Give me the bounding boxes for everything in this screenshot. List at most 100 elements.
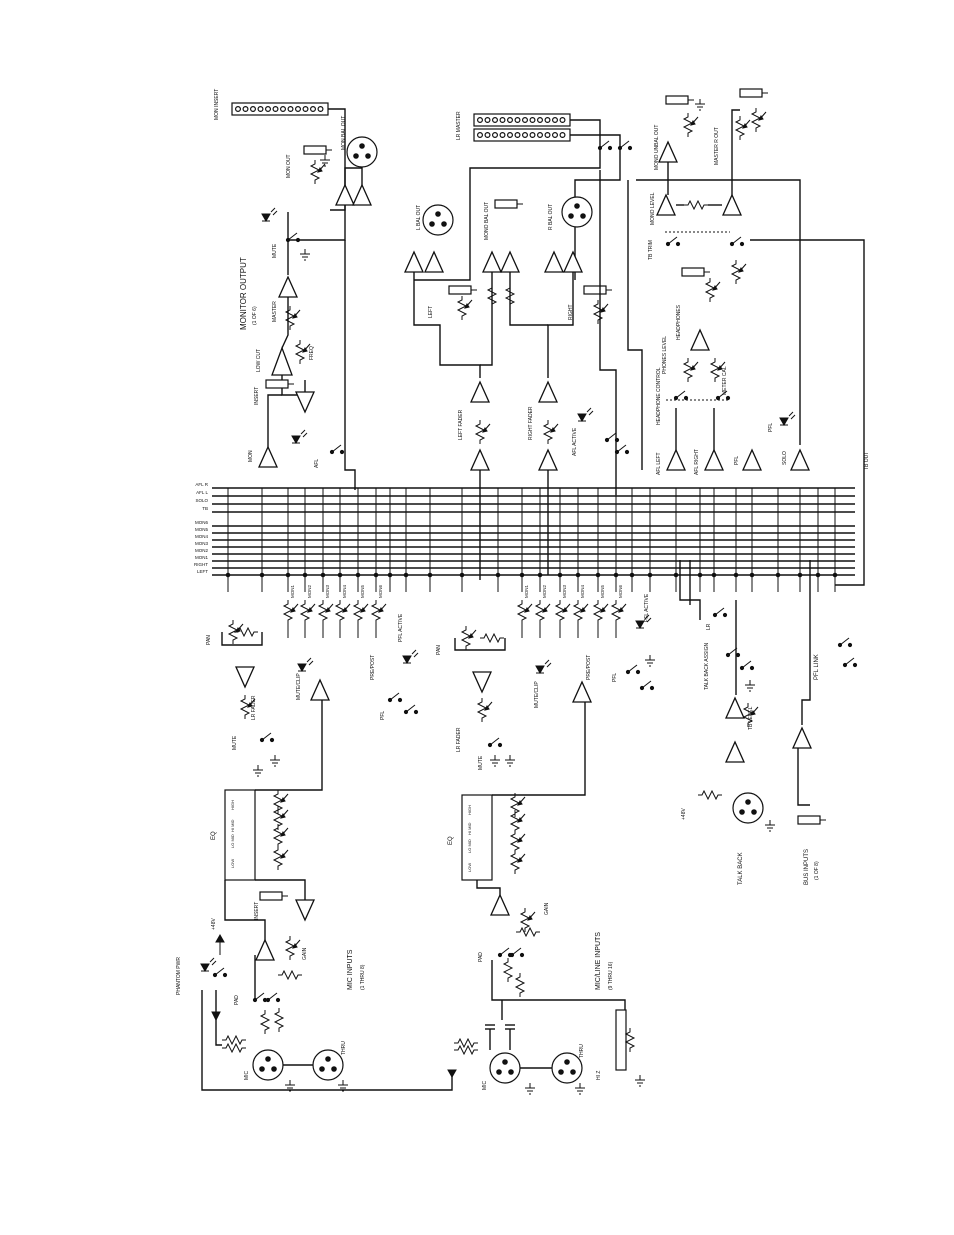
pre-post-amp-ch9 xyxy=(572,681,592,703)
bus-node xyxy=(459,572,465,578)
jack-pin xyxy=(559,132,566,139)
mon-send-pot xyxy=(283,599,299,625)
solo-amp-label: SOLO xyxy=(782,451,788,465)
tb-out-label: TB OUT xyxy=(864,452,870,470)
jack-pin xyxy=(257,105,264,112)
eq-band-label: LOW xyxy=(230,859,235,868)
mon-send-label: MON5 xyxy=(600,585,605,598)
headphones-meter-section: MONO UNBAL OUT MASTER R OUT MONO LEVEL T… xyxy=(599,88,870,586)
bus-label: AFL L xyxy=(196,490,208,495)
monitor-output-section: MON INSERT MON BAL OUT MON OUT MUTE MAST… xyxy=(214,89,378,490)
mic-inputs-range: (1 THRU 8) xyxy=(360,964,366,990)
monitor-output-range: (1 OF 6) xyxy=(252,306,258,325)
hi-z-label: HI Z xyxy=(596,1071,602,1080)
jack-pin xyxy=(559,116,566,123)
right-fader xyxy=(543,419,559,445)
bus-node xyxy=(537,572,543,578)
bus-label: MON4 xyxy=(195,534,208,539)
l-bal-out-label: L BAL OUT xyxy=(416,205,422,230)
bus-label: AFL R xyxy=(195,482,208,487)
bus-inputs-title: BUS INPUTS xyxy=(804,849,810,885)
bus-node xyxy=(629,572,635,578)
lr-fader-amp-ch9 xyxy=(472,671,492,693)
mon-send-pot xyxy=(371,599,387,625)
jack-pin xyxy=(250,105,257,112)
phones-level-label: PHONES LEVEL xyxy=(662,336,668,374)
jack-pin xyxy=(242,105,249,112)
mon-send-label: MON3 xyxy=(562,585,567,598)
mono-bal-out-jack xyxy=(494,199,524,209)
mon-out-label: MON OUT xyxy=(286,154,292,178)
jack-pin xyxy=(272,105,279,112)
mono-unbal-amp xyxy=(658,141,678,163)
eq-band-label: LO MID xyxy=(467,839,472,853)
mon-send-pot xyxy=(555,599,571,625)
mon-afl-label: AFL xyxy=(314,459,320,468)
jack-pin xyxy=(317,105,324,112)
jack-pin xyxy=(536,132,543,139)
mon-send-label: MON4 xyxy=(342,585,347,598)
pre-post-amp-ch1 xyxy=(310,679,330,701)
bus-node xyxy=(285,572,291,578)
jack-pin xyxy=(484,116,491,123)
mon-master-label: MASTER xyxy=(272,301,278,322)
right-master-amp xyxy=(538,381,558,403)
l-bal-driver-a xyxy=(404,251,424,273)
mon-send-pot xyxy=(517,599,533,625)
lr-fader-ch9 xyxy=(477,697,493,723)
low-cut-freq-pot xyxy=(295,339,311,365)
pan-label-ch9: PAN xyxy=(436,645,442,655)
insert-send-amp-ch1 xyxy=(295,899,315,921)
bus-node xyxy=(673,572,679,578)
mon-send-pot xyxy=(573,599,589,625)
bus-node xyxy=(495,572,501,578)
jack-pin xyxy=(551,132,558,139)
jack-pin xyxy=(507,116,514,123)
mon-channel-insert-jack xyxy=(265,379,295,389)
afl-left-amp xyxy=(666,449,686,471)
pfl-amp-label: PFL xyxy=(734,456,740,465)
r-bal-driver-a xyxy=(544,251,564,273)
mono-level-amp xyxy=(656,194,676,216)
pad-label-ch9: PAD xyxy=(478,952,484,962)
gain-label-ch9: GAIN xyxy=(544,902,550,915)
left-fader xyxy=(475,419,491,445)
jack-pin xyxy=(499,116,506,123)
lr-assign-label: LR xyxy=(706,623,712,630)
pan-label-ch1: PAN xyxy=(206,635,212,645)
left-fader-label: LEFT FADER xyxy=(458,409,464,440)
bus-node xyxy=(575,572,581,578)
lr-fader-amp-ch1 xyxy=(235,666,255,688)
mon-bal-driver-a xyxy=(335,184,355,206)
pre-post-label-ch1: PRE/POST xyxy=(370,655,376,680)
mon-send-label: MON3 xyxy=(325,585,330,598)
tb-trim-label: TB TRIM xyxy=(648,240,654,260)
mon-send-label: MON4 xyxy=(580,585,585,598)
insert-label-ch1: INSERT xyxy=(254,902,260,920)
eq-block-ch1 xyxy=(224,789,256,881)
mon-sum-amp xyxy=(258,446,278,468)
pfl-amp xyxy=(742,449,762,471)
mon-send-label: MON5 xyxy=(360,585,365,598)
mono-bal-driver-a xyxy=(482,251,502,273)
jack-pin xyxy=(536,116,543,123)
mute-label-ch1: MUTE xyxy=(232,735,238,750)
bus-node xyxy=(259,572,265,578)
mic-inputs-title: MIC INPUTS xyxy=(347,949,354,990)
tb-level-label: TB LEVEL xyxy=(748,706,754,730)
thru-xlr-label-ch1: THRU xyxy=(341,1041,347,1055)
right-sum-amp xyxy=(538,449,558,471)
bus-node xyxy=(355,572,361,578)
low-cut-label: LOW CUT xyxy=(256,349,262,372)
mon-send-label: MON6 xyxy=(378,585,383,598)
bus-node xyxy=(775,572,781,578)
tb-plus48v-label: +48V xyxy=(681,808,687,820)
r-bal-driver-b xyxy=(563,251,583,273)
mic-line-inputs-range: (9 THRU 16) xyxy=(608,961,614,990)
eq-band-label: LOW xyxy=(467,863,472,872)
bus-inputs-range: (1 OF 8) xyxy=(814,861,820,880)
tb-level-amp xyxy=(722,194,742,216)
bus-node xyxy=(373,572,379,578)
insert-jack-ch1 xyxy=(259,891,289,901)
hi-z-jack xyxy=(615,1009,627,1071)
